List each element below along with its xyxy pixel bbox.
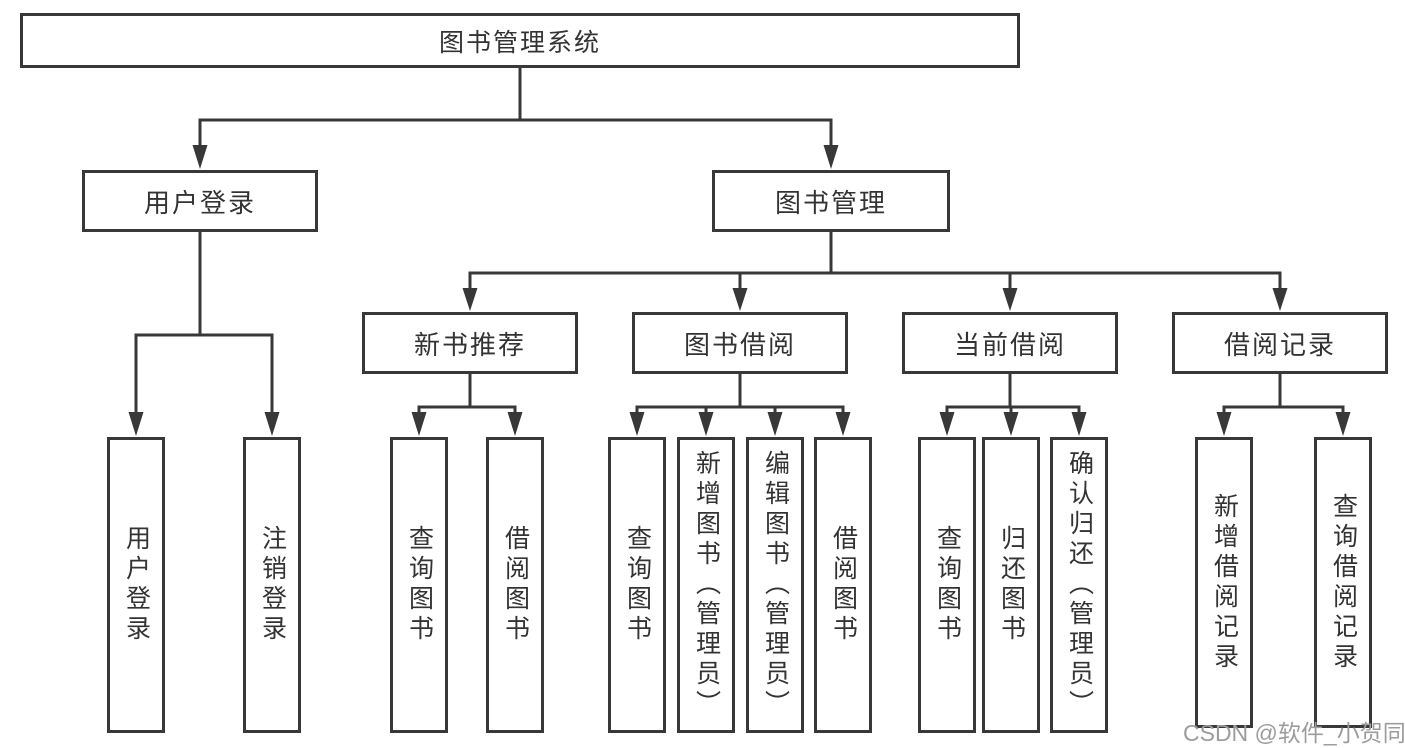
node-current-borrowing-label: 当前借阅	[953, 329, 1066, 360]
node-root-label: 图书管理系统	[438, 28, 601, 57]
leaf-borrowing-borrow-book: 借阅图书	[814, 437, 872, 733]
leaf-query-borrow-record-label: 查询借阅记录	[1329, 492, 1358, 673]
leaf-add-borrow-record-label: 新增借阅记录	[1210, 492, 1239, 673]
leaf-recommend-query-book: 查询图书	[390, 437, 448, 733]
leaf-return-book: 归还图书	[982, 437, 1040, 733]
leaf-user-login: 用户登录	[107, 437, 165, 733]
leaf-recommend-borrow-book: 借阅图书	[486, 437, 544, 733]
node-new-book-recommend: 新书推荐	[362, 312, 578, 374]
leaf-return-book-label: 归还图书	[997, 525, 1026, 645]
leaf-current-query-book: 查询图书	[918, 437, 976, 733]
leaf-add-book-admin-label: 新增图书（管理员）	[692, 450, 721, 720]
leaf-borrowing-query-book: 查询图书	[608, 437, 666, 733]
node-borrowing-records-label: 借阅记录	[1223, 329, 1336, 360]
leaf-borrowing-query-book-label: 查询图书	[623, 525, 652, 645]
leaf-recommend-query-book-label: 查询图书	[405, 525, 434, 645]
leaf-user-login-label: 用户登录	[122, 525, 151, 645]
leaf-logout-label: 注销登录	[258, 525, 287, 645]
leaf-confirm-return-admin: 确认归还（管理员）	[1050, 437, 1108, 733]
node-root: 图书管理系统	[20, 13, 1020, 68]
node-book-management: 图书管理	[712, 170, 950, 232]
leaf-logout: 注销登录	[243, 437, 301, 733]
node-user-login-label: 用户登录	[143, 187, 256, 218]
leaf-borrowing-borrow-book-label: 借阅图书	[829, 525, 858, 645]
arrowhead-icons	[128, 145, 1351, 436]
leaf-current-query-book-label: 查询图书	[933, 525, 962, 645]
node-current-borrowing: 当前借阅	[902, 312, 1118, 374]
node-book-management-label: 图书管理	[774, 187, 887, 218]
node-book-borrowing-label: 图书借阅	[683, 329, 796, 360]
leaf-add-book-admin: 新增图书（管理员）	[677, 437, 735, 733]
leaf-edit-book-admin: 编辑图书（管理员）	[746, 437, 804, 733]
node-new-book-recommend-label: 新书推荐	[413, 329, 526, 360]
csdn-watermark: CSDN @软件_小贺同学	[1183, 720, 1405, 746]
node-user-login: 用户登录	[82, 170, 318, 232]
leaf-recommend-borrow-book-label: 借阅图书	[501, 525, 530, 645]
leaf-edit-book-admin-label: 编辑图书（管理员）	[761, 450, 790, 720]
leaf-add-borrow-record: 新增借阅记录	[1195, 437, 1253, 728]
node-book-borrowing: 图书借阅	[632, 312, 848, 374]
leaf-query-borrow-record: 查询借阅记录	[1314, 437, 1372, 728]
leaf-confirm-return-admin-label: 确认归还（管理员）	[1065, 450, 1094, 720]
node-borrowing-records: 借阅记录	[1172, 312, 1388, 374]
